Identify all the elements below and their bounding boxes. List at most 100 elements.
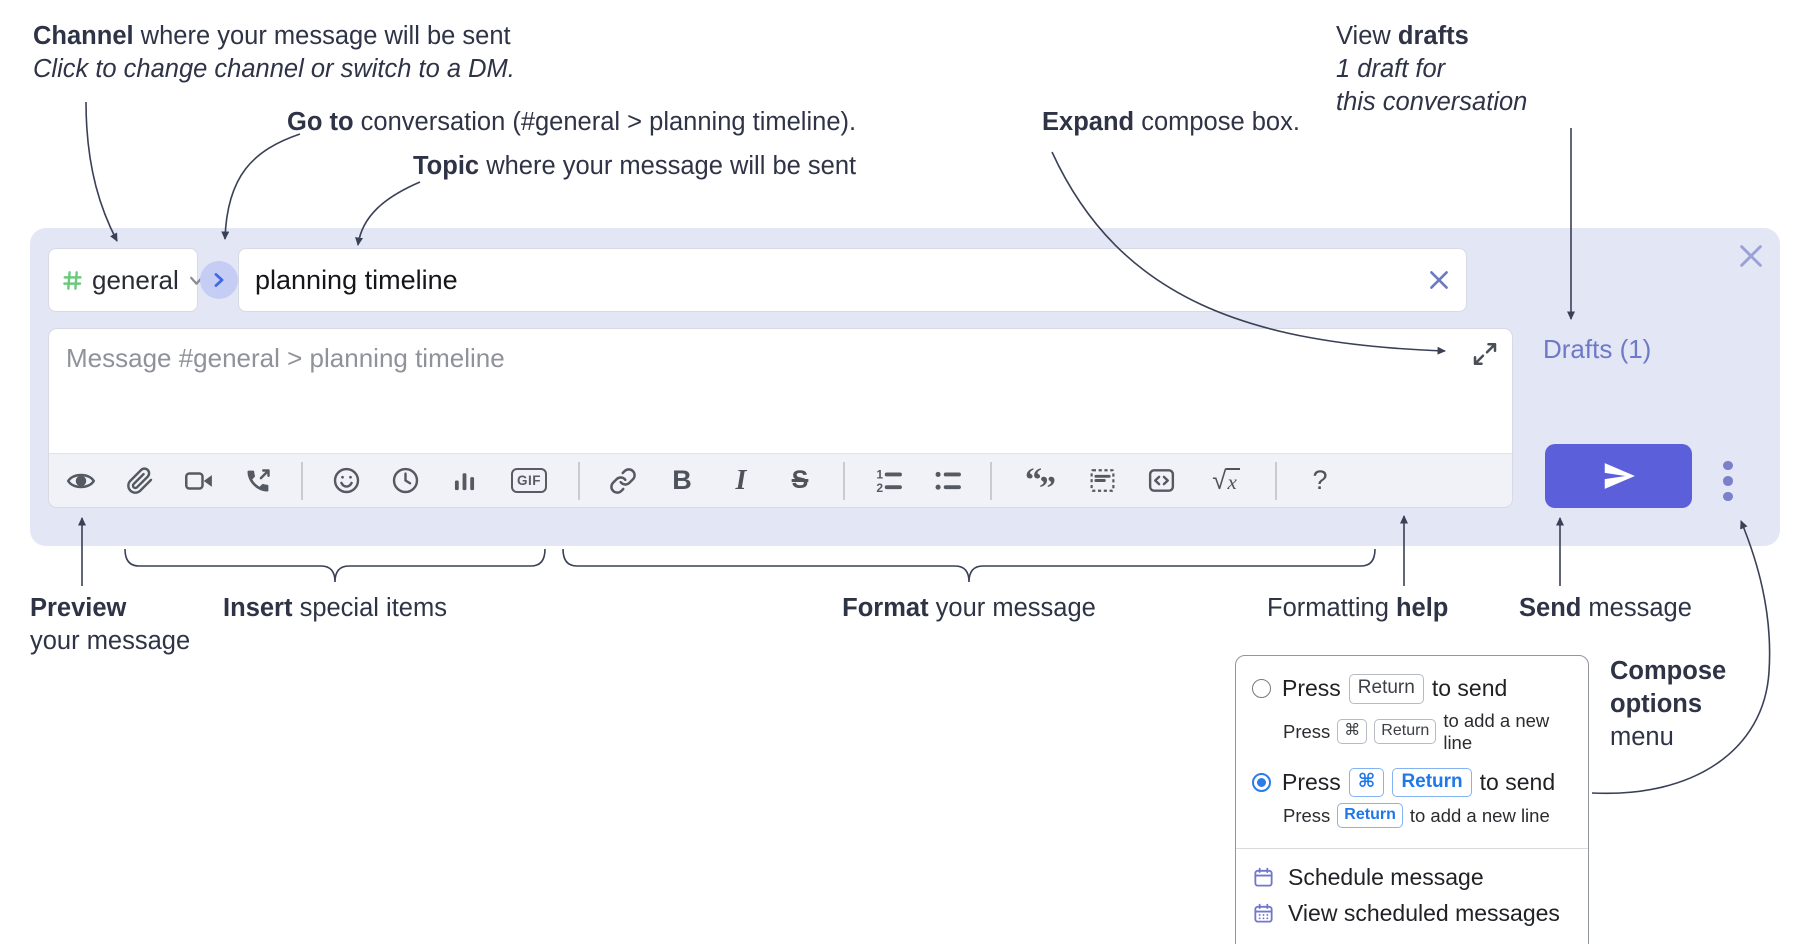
clock-icon bbox=[391, 466, 420, 495]
italic-icon: I bbox=[735, 464, 747, 496]
format-annotation: Format your message bbox=[842, 594, 1096, 622]
message-input[interactable] bbox=[49, 329, 1512, 453]
preview-button[interactable] bbox=[65, 461, 97, 501]
schedule-section: Schedule message View scheduled messages bbox=[1236, 853, 1588, 944]
option-text: Press bbox=[1282, 675, 1341, 702]
ellipsis-dot bbox=[1723, 460, 1733, 471]
italic-button[interactable]: I bbox=[725, 461, 757, 501]
quote-button[interactable]: “” bbox=[1019, 461, 1059, 507]
bold-button[interactable]: B bbox=[666, 461, 698, 501]
spoiler-icon bbox=[1088, 466, 1117, 495]
close-icon bbox=[1736, 241, 1766, 271]
clear-topic-button[interactable] bbox=[1426, 267, 1452, 293]
goto-connector-line bbox=[221, 133, 301, 240]
compose-toolbar: GIF B I S bbox=[49, 453, 1512, 507]
channel-annotation: Channel where your message will be sent … bbox=[33, 22, 515, 83]
ellipsis-dot bbox=[1723, 491, 1733, 502]
emoji-button[interactable] bbox=[330, 461, 362, 501]
toolbar-divider bbox=[843, 461, 845, 500]
toolbar-divider bbox=[301, 461, 303, 500]
schedule-time-button[interactable] bbox=[389, 461, 421, 501]
spoiler-button[interactable] bbox=[1086, 461, 1118, 501]
math-button[interactable]: √x bbox=[1204, 461, 1248, 501]
kbd-return: Return bbox=[1392, 767, 1472, 798]
send-plane-icon bbox=[1601, 458, 1637, 494]
numbered-list-icon: 1 2 bbox=[874, 466, 903, 495]
send-button[interactable] bbox=[1545, 444, 1692, 508]
bar-chart-icon bbox=[451, 467, 478, 494]
chevron-down-icon bbox=[187, 271, 206, 290]
expand-annotation: Expand compose box. bbox=[1042, 108, 1300, 136]
smiley-icon bbox=[332, 466, 361, 495]
insert-annotation: Insert special items bbox=[223, 594, 447, 622]
kbd-cmd: ⌘ bbox=[1348, 767, 1385, 798]
option-text: to send bbox=[1431, 675, 1508, 702]
expand-compose-button[interactable] bbox=[1470, 338, 1502, 370]
formatting-help-annotation: Formatting help bbox=[1267, 594, 1449, 622]
link-button[interactable] bbox=[607, 461, 639, 501]
gif-button[interactable]: GIF bbox=[507, 461, 551, 501]
link-icon bbox=[609, 467, 637, 495]
option-return-subtext: Press ⌘ Return to add a new line bbox=[1283, 709, 1550, 753]
attach-file-button[interactable] bbox=[124, 461, 156, 501]
quote-icon: “” bbox=[1025, 461, 1056, 507]
paperclip-icon bbox=[126, 466, 154, 495]
menu-item-schedule-message[interactable]: Schedule message bbox=[1252, 864, 1572, 891]
insert-brace bbox=[124, 548, 546, 583]
channel-connector-line bbox=[85, 101, 118, 242]
toolbar-divider bbox=[1275, 461, 1277, 500]
topic-annotation: Topic where your message will be sent bbox=[413, 152, 857, 180]
strikethrough-icon: S bbox=[791, 466, 809, 494]
math-icon: √x bbox=[1212, 465, 1240, 496]
option-return-to-send[interactable]: Press Return to send bbox=[1252, 674, 1572, 704]
channel-selector[interactable]: general bbox=[48, 248, 203, 312]
kbd-cmd: ⌘ bbox=[1337, 719, 1368, 744]
bulleted-list-button[interactable] bbox=[931, 461, 963, 501]
channel-name: general bbox=[92, 264, 179, 295]
format-brace bbox=[562, 548, 1376, 583]
video-call-button[interactable] bbox=[183, 461, 215, 501]
code-icon bbox=[1147, 466, 1176, 495]
option-text: to send bbox=[1479, 768, 1556, 795]
compose-options-menu-button[interactable] bbox=[1713, 453, 1743, 509]
goto-annotation: Go to conversation (#general > planning … bbox=[287, 108, 857, 136]
svg-text:1: 1 bbox=[876, 468, 883, 482]
topic-input-box bbox=[238, 248, 1467, 312]
bulleted-list-icon bbox=[933, 466, 962, 495]
radio-selected-icon[interactable] bbox=[1252, 772, 1271, 792]
kbd-return: Return bbox=[1348, 674, 1424, 704]
kbd-return: Return bbox=[1374, 719, 1437, 744]
calendar-icon bbox=[1252, 866, 1275, 889]
poll-button[interactable] bbox=[448, 461, 480, 501]
menu-item-view-scheduled-messages[interactable]: View scheduled messages bbox=[1252, 900, 1572, 927]
question-mark-icon: ? bbox=[1312, 465, 1328, 495]
hash-icon bbox=[61, 269, 84, 292]
formatting-help-button[interactable]: ? bbox=[1304, 461, 1336, 501]
video-camera-icon bbox=[184, 466, 214, 496]
expand-icon bbox=[1470, 339, 1502, 369]
close-compose-button[interactable] bbox=[1736, 241, 1766, 271]
numbered-list-button[interactable]: 1 2 bbox=[872, 461, 904, 501]
ellipsis-dot bbox=[1723, 476, 1733, 486]
voice-call-button[interactable] bbox=[242, 461, 274, 501]
strikethrough-button[interactable]: S bbox=[784, 461, 816, 501]
phone-call-icon bbox=[244, 467, 272, 495]
eye-icon bbox=[66, 466, 96, 496]
goto-conversation-button[interactable] bbox=[200, 261, 238, 299]
chevron-right-icon bbox=[210, 271, 228, 289]
radio-unselected-icon[interactable] bbox=[1252, 679, 1271, 699]
option-cmd-return-to-send[interactable]: Press ⌘ Return to send bbox=[1252, 767, 1572, 798]
svg-text:2: 2 bbox=[876, 481, 883, 495]
kbd-return: Return bbox=[1337, 803, 1403, 828]
close-icon bbox=[1426, 267, 1452, 293]
toolbar-divider bbox=[578, 461, 580, 500]
gif-icon: GIF bbox=[511, 468, 547, 493]
compose-options-popup: Press Return to send Press ⌘ Return to a… bbox=[1235, 655, 1589, 944]
toolbar-divider bbox=[990, 461, 992, 500]
code-button[interactable] bbox=[1145, 461, 1177, 501]
send-options-section: Press Return to send Press ⌘ Return to a… bbox=[1236, 666, 1588, 844]
drafts-link[interactable]: Drafts (1) bbox=[1543, 334, 1652, 364]
topic-input[interactable] bbox=[253, 248, 1426, 312]
send-annotation: Send message bbox=[1519, 594, 1692, 622]
